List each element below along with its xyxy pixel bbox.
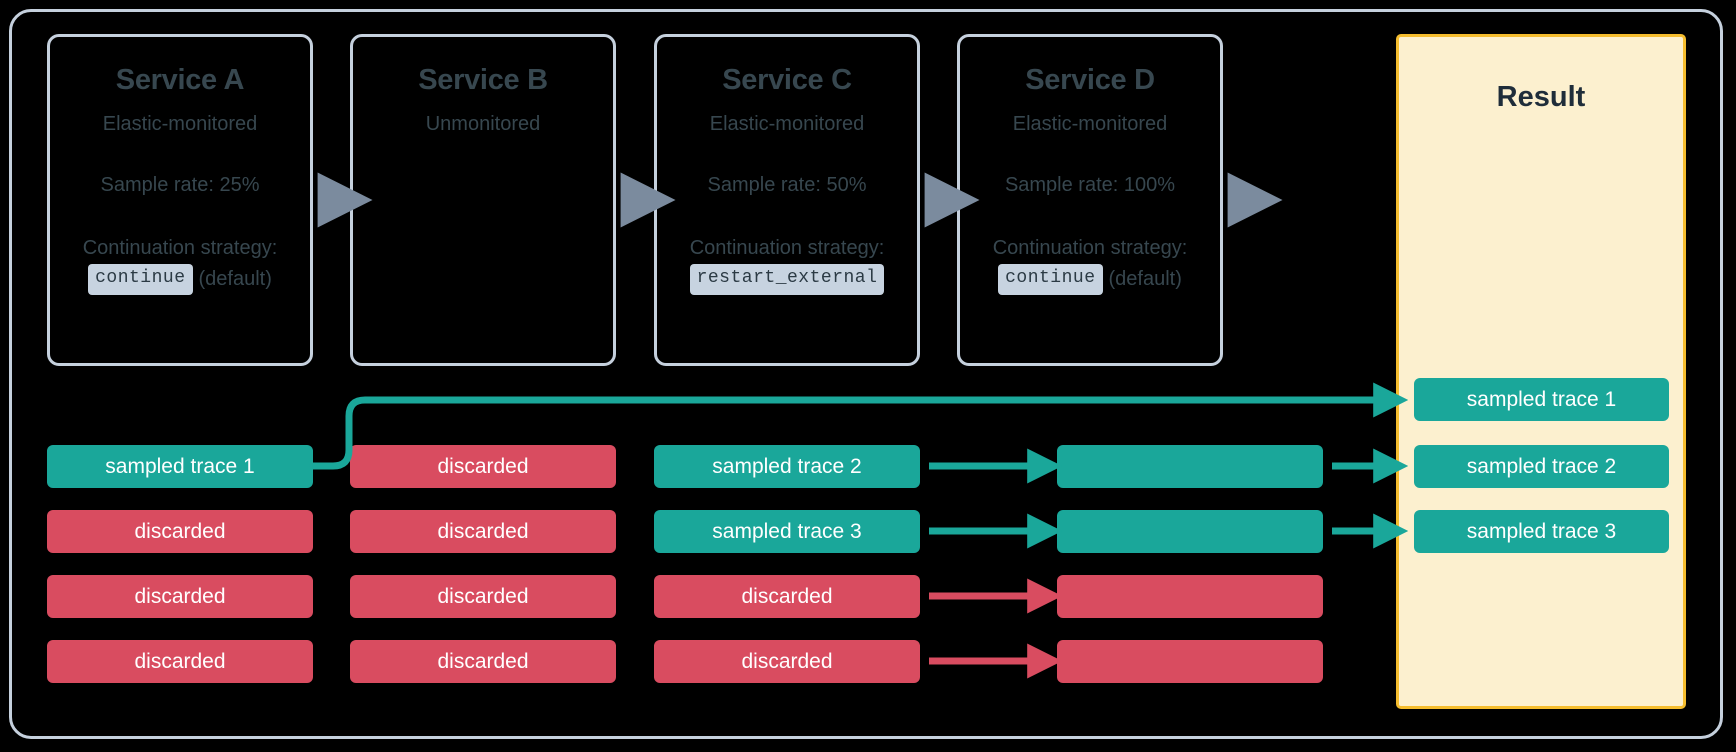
service-d-strategy-chip-line: continue(default) xyxy=(970,264,1210,295)
trace-bar-d-4 xyxy=(1057,640,1323,683)
trace-bar-b-3: discarded xyxy=(350,575,616,618)
trace-bar-a-2: discarded xyxy=(47,510,313,553)
service-card-d: Service D Elastic-monitored Sample rate:… xyxy=(957,34,1223,366)
trace-bar-c-4: discarded xyxy=(654,640,920,683)
service-card-c: Service C Elastic-monitored Sample rate:… xyxy=(654,34,920,366)
trace-bar-b-1: discarded xyxy=(350,445,616,488)
service-c-title: Service C xyxy=(722,64,852,96)
service-b-monitored: Unmonitored xyxy=(425,113,541,135)
service-a-strategy-chip-line: continue(default) xyxy=(60,264,300,295)
service-a-monitored: Elastic-monitored xyxy=(102,113,258,135)
service-a-strategy: Continuation strategy: continue(default) xyxy=(60,234,300,295)
trace-bar-c-1: sampled trace 2 xyxy=(654,445,920,488)
service-d-sample-rate: Sample rate: 100% xyxy=(1004,174,1176,196)
result-panel: Result xyxy=(1396,34,1686,709)
service-card-b: Service B Unmonitored xyxy=(350,34,616,366)
service-c-strategy-chip-line: restart_external xyxy=(667,264,907,295)
trace-bar-a-3: discarded xyxy=(47,575,313,618)
result-title: Result xyxy=(1496,81,1586,113)
arrows-c-to-d xyxy=(929,448,1063,679)
trace-bar-a-4: discarded xyxy=(47,640,313,683)
result-bar-1: sampled trace 1 xyxy=(1414,378,1669,421)
service-a-strategy-value: continue xyxy=(88,264,193,295)
service-d-strategy-suffix: (default) xyxy=(1108,268,1182,291)
service-b-title: Service B xyxy=(418,64,548,96)
arrows-d-to-result xyxy=(1332,448,1409,549)
service-d-strategy-value: continue xyxy=(998,264,1103,295)
service-card-a: Service A Elastic-monitored Sample rate:… xyxy=(47,34,313,366)
service-d-strategy-label: Continuation strategy: xyxy=(992,237,1188,259)
trace-bar-d-3 xyxy=(1057,575,1323,618)
service-a-strategy-label: Continuation strategy: xyxy=(82,237,278,259)
service-d-monitored: Elastic-monitored xyxy=(1012,113,1168,135)
trace-bar-c-2: sampled trace 3 xyxy=(654,510,920,553)
service-c-strategy-label: Continuation strategy: xyxy=(689,237,885,259)
trace-bar-d-2 xyxy=(1057,510,1323,553)
service-a-sample-rate: Sample rate: 25% xyxy=(100,174,260,196)
service-c-sample-rate: Sample rate: 50% xyxy=(707,174,867,196)
trace-bar-b-4: discarded xyxy=(350,640,616,683)
trace-bar-d-1 xyxy=(1057,445,1323,488)
service-c-strategy: Continuation strategy: restart_external xyxy=(667,234,907,295)
trace-bar-c-3: discarded xyxy=(654,575,920,618)
service-a-strategy-suffix: (default) xyxy=(198,268,272,291)
service-c-monitored: Elastic-monitored xyxy=(709,113,865,135)
service-c-strategy-value: restart_external xyxy=(689,264,885,295)
service-a-title: Service A xyxy=(115,64,245,96)
trace-bar-b-2: discarded xyxy=(350,510,616,553)
trace-bar-a-1: sampled trace 1 xyxy=(47,445,313,488)
result-bar-2: sampled trace 2 xyxy=(1414,445,1669,488)
result-bar-3: sampled trace 3 xyxy=(1414,510,1669,553)
service-d-title: Service D xyxy=(1025,64,1155,96)
service-d-strategy: Continuation strategy: continue(default) xyxy=(970,234,1210,295)
